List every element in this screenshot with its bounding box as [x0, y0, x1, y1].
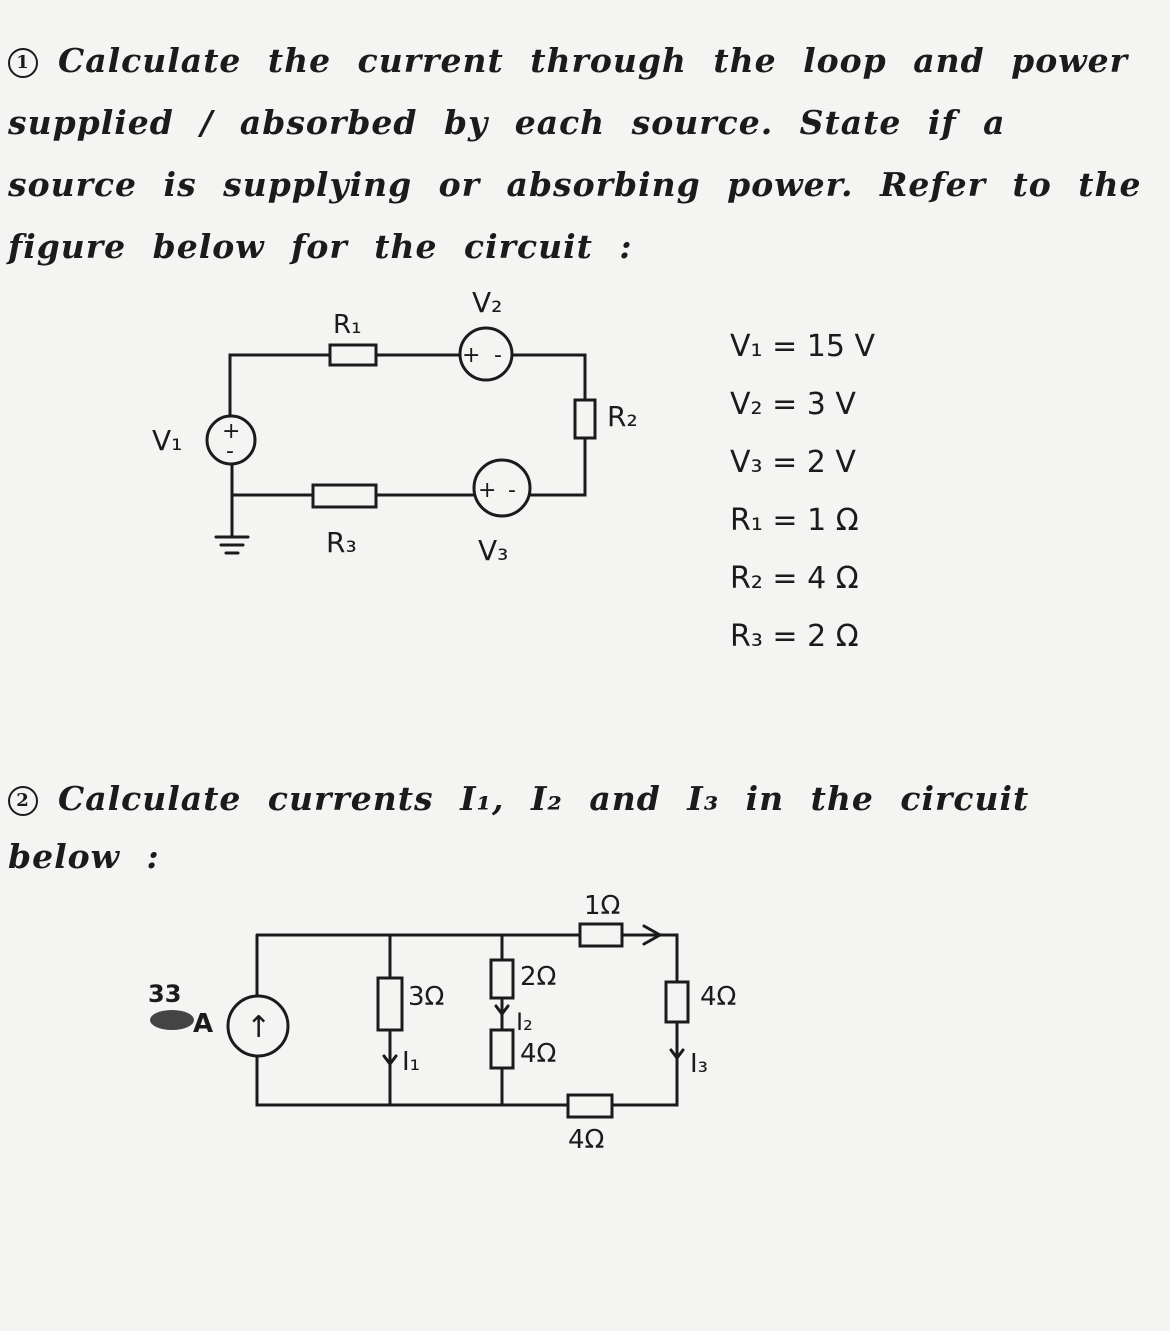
circuit-1-wire [228, 353, 587, 537]
label-i2: I₂ [516, 1008, 533, 1036]
label-1ohm-top: 1Ω [584, 891, 620, 921]
label-v2: V₂ [472, 286, 502, 319]
ground-symbol [214, 535, 250, 555]
param-r1: R₁ = 1 Ω [730, 503, 859, 538]
param-v3: V₃ = 2 V [730, 445, 856, 480]
resistor-r3 [311, 483, 378, 509]
param-r3: R₃ = 2 Ω [730, 619, 859, 654]
label-i1: I₁ [402, 1047, 420, 1077]
param-r2: R₂ = 4 Ω [730, 561, 859, 596]
label-4ohm-right: 4Ω [700, 982, 736, 1012]
resistor-3ohm [376, 976, 404, 1032]
param-v1: V₁ = 15 V [730, 329, 875, 364]
label-v3: V₃ [478, 534, 508, 567]
question-1-number: 1 [8, 48, 38, 78]
v3-minus-sign: - [508, 478, 516, 503]
current-source-value: 33 [148, 980, 181, 1008]
current-source-arrow-icon: ↑ [246, 1010, 271, 1045]
label-r3: R₃ [326, 526, 357, 559]
voltage-source-v2 [458, 326, 514, 382]
label-2ohm: 2Ω [520, 962, 556, 992]
current-arrow-i3 [669, 1048, 685, 1061]
v1-plus-sign: + [222, 419, 240, 444]
label-4ohm-bottom: 4Ω [568, 1125, 604, 1155]
current-arrow-i2 [494, 1004, 510, 1017]
label-i3: I₃ [690, 1049, 708, 1079]
question-2-prompt: Calculate currents I₁, I₂ and I₃ in the … [8, 779, 1030, 876]
v3-plus-sign: + [478, 478, 496, 503]
circuit-1-parameters: V₁ = 15 V V₂ = 3 V V₃ = 2 V R₁ = 1 Ω R₂ … [730, 318, 875, 666]
v2-minus-sign: - [494, 343, 502, 368]
ink-blot [150, 1010, 194, 1030]
label-r1: R₁ [333, 310, 362, 340]
resistor-r2 [573, 398, 597, 440]
question-1-prompt: Calculate the current through the loop a… [8, 41, 1142, 266]
label-4ohm-middle: 4Ω [520, 1039, 556, 1069]
label-v1: V₁ [152, 424, 182, 457]
resistor-4ohm-bottom [566, 1093, 614, 1119]
v1-minus-sign: - [226, 439, 234, 464]
label-3ohm: 3Ω [408, 982, 444, 1012]
voltage-source-v1 [205, 414, 257, 466]
circuit-2-wire [255, 933, 679, 1107]
question-2-number: 2 [8, 786, 38, 816]
label-r2: R₂ [607, 400, 638, 433]
current-source [226, 994, 290, 1058]
resistor-4ohm-middle [489, 1028, 515, 1070]
v2-plus-sign: + [462, 343, 480, 368]
param-v2: V₂ = 3 V [730, 387, 856, 422]
resistor-1ohm-top [578, 922, 624, 948]
resistor-4ohm-right [664, 980, 690, 1024]
resistor-r1 [328, 343, 378, 367]
voltage-source-v3 [472, 458, 532, 518]
current-arrow-top [642, 924, 664, 946]
resistor-2ohm [489, 958, 515, 1000]
current-source-unit: A [193, 1009, 213, 1039]
current-arrow-i1 [382, 1054, 398, 1067]
